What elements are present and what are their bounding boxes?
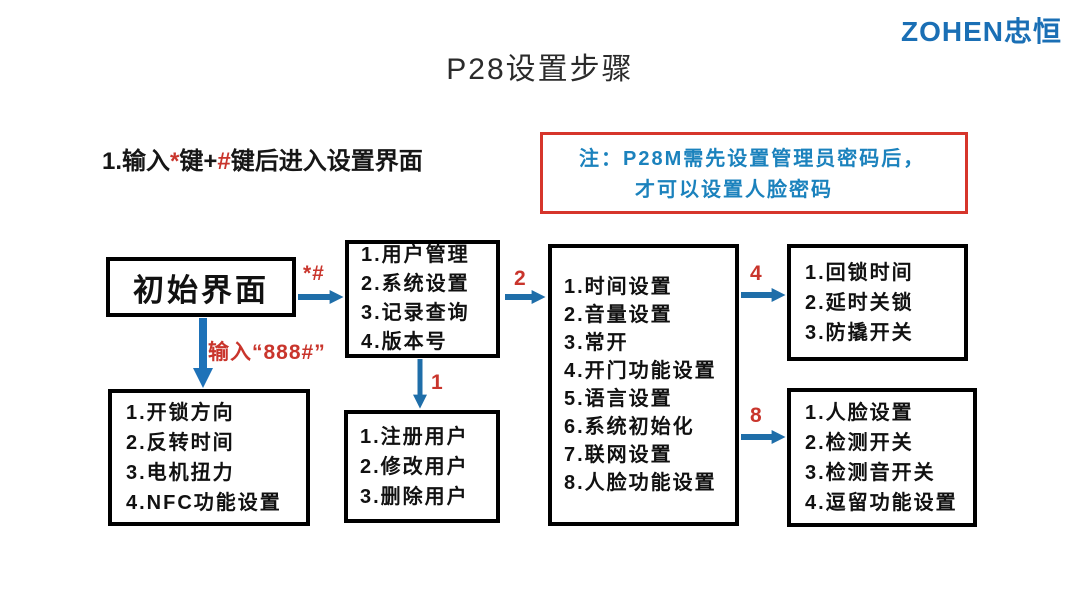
list-item: 8.人脸功能设置	[564, 472, 717, 494]
list-item: 5.语言设置	[564, 388, 673, 410]
list-item: 2.反转时间	[126, 431, 235, 454]
list-item: 2.延时关锁	[805, 291, 914, 314]
list-item: 3.记录查询	[361, 302, 470, 324]
list-item: 3.电机扭力	[126, 461, 235, 484]
instruction-suffix: 键后进入设置界面	[230, 148, 423, 175]
list-item: 4.NFC功能设置	[126, 491, 282, 514]
zohen-logo: ZOHEN忠恒	[901, 10, 1062, 50]
list-item: 7.联网设置	[564, 444, 673, 466]
list-item: 3.常开	[564, 332, 629, 354]
arrow-label-4: 4	[750, 262, 763, 285]
box-user-management: 1.注册用户 2.修改用户 3.删除用户	[344, 410, 500, 523]
arrow-label-input-888: 输入“888#”	[208, 341, 326, 364]
initial-screen-title: 初始界面	[133, 272, 269, 308]
list-item: 1.注册用户	[360, 425, 469, 448]
logo-latin-text: ZOHEN	[900, 16, 1004, 47]
list-item: 1.人脸设置	[805, 401, 914, 424]
logo-cjk-text: 忠恒	[1003, 16, 1062, 47]
star-key-symbol: *	[170, 148, 180, 175]
note-line-2: 才可以设置人脸密码	[635, 179, 833, 201]
list-item: 1.时间设置	[564, 276, 673, 298]
box-face-settings: 1.人脸设置 2.检测开关 3.检测音开关 4.逗留功能设置	[787, 388, 977, 527]
list-item: 3.检测音开关	[805, 461, 936, 484]
arrow-label-8: 8	[750, 404, 763, 427]
list-item: 1.用户管理	[361, 244, 470, 266]
list-item: 4.开门功能设置	[564, 360, 717, 382]
list-item: 2.系统设置	[361, 273, 470, 295]
list-item: 2.修改用户	[360, 455, 469, 478]
hash-key-symbol: #	[217, 148, 231, 175]
list-item: 2.音量设置	[564, 304, 673, 326]
note-line-1: 注：P28M需先设置管理员密码后，	[579, 148, 926, 170]
arrow-label-1: 1	[431, 371, 444, 394]
box-system-settings: 1.时间设置 2.音量设置 3.常开 4.开门功能设置 5.语言设置 6.系统初…	[548, 244, 739, 526]
list-item: 4.版本号	[361, 331, 448, 353]
box-main-menu: 1.用户管理 2.系统设置 3.记录查询 4.版本号	[345, 240, 500, 358]
box-lock-settings: 1.开锁方向 2.反转时间 3.电机扭力 4.NFC功能设置	[108, 389, 310, 526]
list-item: 1.开锁方向	[126, 401, 235, 424]
page-title: P28设置步骤	[446, 53, 634, 86]
list-item: 4.逗留功能设置	[805, 491, 958, 514]
instruction-prefix: 1.输入	[102, 148, 171, 175]
note-box: 注：P28M需先设置管理员密码后， 才可以设置人脸密码	[540, 132, 968, 214]
list-item: 3.防撬开关	[805, 321, 914, 344]
arrow-label-2: 2	[514, 267, 527, 290]
instruction-mid: 键+	[179, 148, 218, 175]
list-item: 2.检测开关	[805, 431, 914, 454]
list-item: 3.删除用户	[360, 485, 469, 508]
box-initial-screen: 初始界面	[106, 257, 296, 317]
step1-instruction: 1.输入*键+#键后进入设置界面	[102, 141, 423, 176]
list-item: 1.回锁时间	[805, 261, 914, 284]
list-item: 6.系统初始化	[564, 416, 695, 438]
box-relock-settings: 1.回锁时间 2.延时关锁 3.防撬开关	[787, 244, 968, 361]
arrow-label-star-hash: *#	[303, 262, 325, 285]
